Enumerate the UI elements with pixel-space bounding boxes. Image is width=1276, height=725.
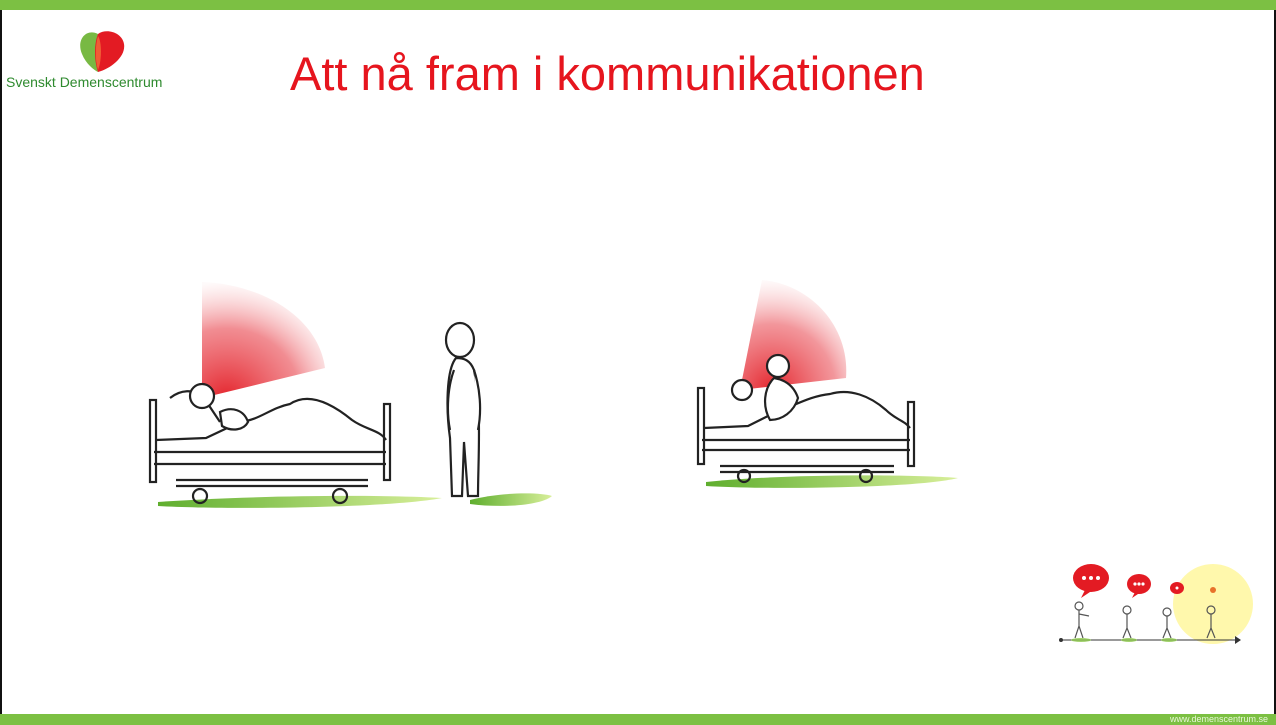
top-accent-bar [0,0,1276,10]
logo: Svenskt Demenscentrum [6,30,192,90]
footer-url: www.demenscentrum.se [1170,714,1268,725]
communication-distance-timeline [1055,560,1255,660]
patient-bed-standing-caregiver [140,270,560,520]
bottom-accent-bar [0,714,1276,725]
attention-cone [202,282,325,398]
speech-bubble-icon [1127,574,1151,598]
patient-bed-caregiver-at-bedside [690,270,970,500]
floor-shadow-2 [470,493,552,506]
logo-heart-icon [76,30,126,74]
speech-bubble-icon [1170,582,1184,594]
logo-text: Svenskt Demenscentrum [6,74,192,90]
speech-bubble-icon [1073,564,1109,598]
attention-cone [740,280,846,390]
slide-title: Att nå fram i kommunikationen [290,44,1140,104]
